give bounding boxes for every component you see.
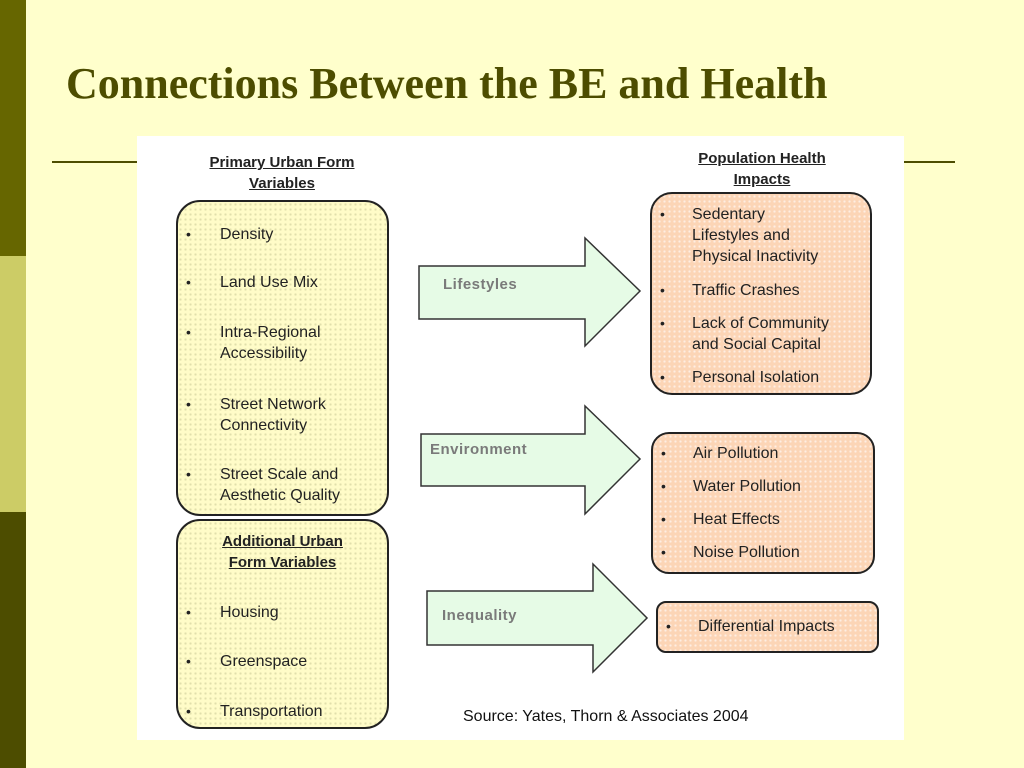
- arrow-lifestyles: [418, 236, 642, 348]
- list-item: Differential Impacts: [658, 616, 877, 637]
- list-item: Greenspace: [178, 651, 387, 672]
- impacts-list-inequality: Differential Impacts: [658, 603, 877, 651]
- list-item: Transportation: [178, 701, 387, 722]
- pathway-label-environment: Environment: [430, 441, 528, 458]
- impacts-box-lifestyles: Sedentary Lifestyles and Physical Inacti…: [650, 192, 872, 395]
- list-item: Water Pollution: [653, 476, 873, 497]
- source-citation: Source: Yates, Thorn & Associates 2004: [463, 708, 749, 725]
- list-item: Personal Isolation: [652, 367, 870, 388]
- list-item: Density: [178, 224, 387, 245]
- list-item: Housing: [178, 602, 387, 623]
- list-item: Lack of Community and Social Capital: [652, 313, 852, 355]
- diagram-panel: Primary Urban Form Variables Population …: [137, 136, 904, 740]
- list-item: Street Network Connectivity: [178, 394, 350, 436]
- additional-variables-box: Additional Urban Form Variables Housing …: [176, 519, 389, 729]
- pathway-label-inequality: Inequality: [442, 607, 518, 624]
- pathway-arrows: [418, 236, 649, 674]
- primary-header-line-2: Variables: [249, 175, 315, 192]
- impacts-header: Population Health Impacts: [672, 148, 852, 190]
- primary-header-line-1: Primary Urban Form: [209, 154, 355, 171]
- title-rule-right: [903, 161, 955, 163]
- sidebar-segment-top: [0, 0, 26, 256]
- impacts-list-environment: Air Pollution Water Pollution Heat Effec…: [653, 434, 873, 572]
- impacts-header-line-2: Impacts: [733, 171, 791, 188]
- sidebar-stripes: [0, 0, 26, 768]
- sidebar-segment-bottom: [0, 512, 26, 768]
- impacts-header-line-1: Population Health: [698, 150, 826, 167]
- list-item: Intra-Regional Accessibility: [178, 322, 340, 364]
- list-item: Noise Pollution: [653, 542, 873, 563]
- list-item: Street Scale and Aesthetic Quality: [178, 464, 360, 506]
- additional-variables-list: Housing Greenspace Transportation: [178, 521, 387, 727]
- list-item: Land Use Mix: [178, 272, 387, 293]
- pathway-label-lifestyles: Lifestyles: [443, 276, 518, 293]
- impacts-list-lifestyles: Sedentary Lifestyles and Physical Inacti…: [652, 194, 870, 393]
- slide-title: Connections Between the BE and Health: [66, 59, 828, 108]
- list-item: Traffic Crashes: [652, 280, 870, 301]
- primary-variables-header: Primary Urban Form Variables: [187, 152, 377, 194]
- primary-variables-box: Density Land Use Mix Intra-Regional Acce…: [176, 200, 389, 516]
- impacts-box-inequality: Differential Impacts: [656, 601, 879, 653]
- sidebar-segment-middle: [0, 256, 26, 512]
- title-rule-left: [52, 161, 138, 163]
- impacts-box-environment: Air Pollution Water Pollution Heat Effec…: [651, 432, 875, 574]
- arrow-inequality: [426, 562, 649, 674]
- additional-variables-header: Additional Urban Form Variables: [178, 531, 387, 573]
- list-item: Sedentary Lifestyles and Physical Inacti…: [652, 204, 832, 267]
- list-item: Air Pollution: [653, 443, 873, 464]
- additional-header-line-2: Form Variables: [228, 554, 337, 571]
- additional-header-line-1: Additional Urban: [222, 533, 343, 550]
- list-item: Heat Effects: [653, 509, 873, 530]
- primary-variables-list: Density Land Use Mix Intra-Regional Acce…: [178, 202, 387, 514]
- arrow-environment: [420, 404, 642, 516]
